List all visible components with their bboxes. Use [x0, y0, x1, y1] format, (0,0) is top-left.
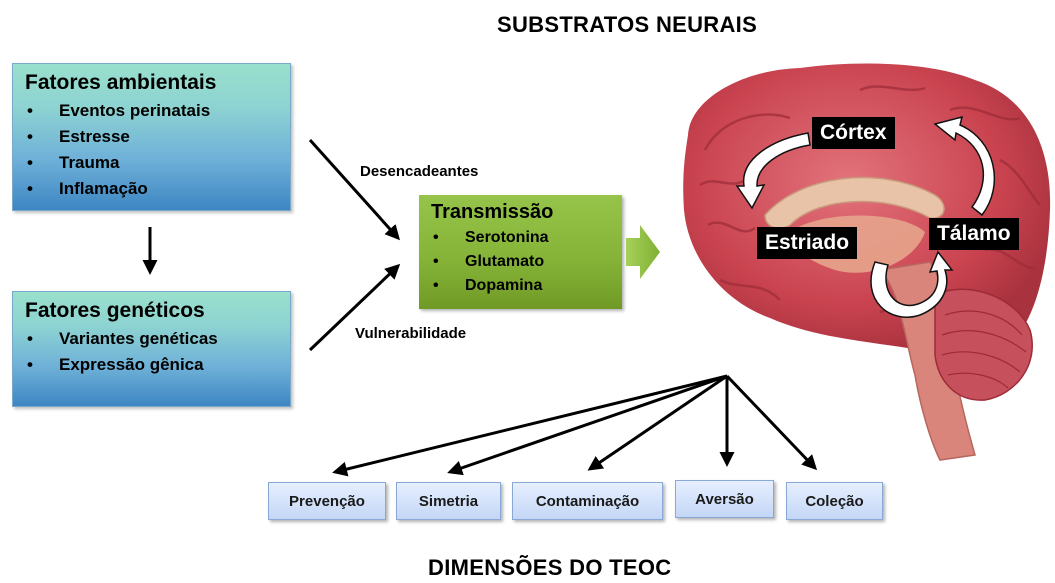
cerebellum-folds: [941, 310, 1027, 389]
box-fatores-geneticos: Fatores genéticos Variantes genéticas Ex…: [12, 291, 291, 407]
list-item: Serotonina: [431, 226, 612, 250]
arrow-to-colecao: [725, 374, 818, 471]
arrow-desencadeantes: [308, 138, 401, 241]
dimension-colecao: Coleção: [786, 482, 883, 520]
arrow-transmissao-to-brain: [626, 225, 660, 279]
fatores-geneticos-list: Variantes genéticas Expressão gênica: [25, 326, 280, 378]
circuit-arrow-thalamus-to-cortex: [933, 115, 996, 217]
list-item: Glutamato: [431, 250, 612, 274]
label-vulnerabilidade: Vulnerabilidade: [355, 325, 467, 342]
fatores-ambientais-title: Fatores ambientais: [25, 71, 217, 94]
transmissao-title: Transmissão: [431, 201, 554, 223]
title-dimensoes-teoc: DIMENSÕES DO TEOC: [428, 555, 672, 580]
dimension-contaminacao: Contaminação: [512, 482, 663, 520]
dimension-arrows: [332, 374, 818, 477]
circuit-arrows: [735, 115, 996, 318]
arrow-to-contaminacao: [587, 374, 728, 471]
list-item: Estresse: [25, 124, 280, 150]
dimension-aversao: Aversão: [675, 480, 774, 518]
list-item: Expressão gênica: [25, 352, 280, 378]
list-item: Dopamina: [431, 274, 612, 298]
list-item: Eventos perinatais: [25, 98, 280, 124]
cerebellum: [934, 288, 1033, 401]
circuit-arrow-striatum-to-thalamus: [870, 250, 954, 318]
arrow-vulnerabilidade: [308, 263, 401, 352]
transmissao-list: Serotonina Glutamato Dopamina: [431, 226, 612, 298]
label-estriado: Estriado: [757, 227, 858, 259]
label-desencadeantes: Desencadeantes: [360, 163, 479, 180]
dimension-prevencao: Prevenção: [268, 482, 386, 520]
dimension-simetria: Simetria: [396, 482, 501, 520]
circuit-arrow-cortex-to-striatum: [735, 132, 811, 210]
fatores-ambientais-list: Eventos perinatais Estresse Trauma Infla…: [25, 98, 280, 202]
list-item: Inflamação: [25, 176, 280, 202]
arrow-to-simetria: [447, 374, 728, 476]
fatores-geneticos-title: Fatores genéticos: [25, 299, 205, 322]
title-substratos-neurais: SUBSTRATOS NEURAIS: [497, 12, 758, 37]
brain-cortex-shape: [683, 63, 1051, 358]
box-fatores-ambientais: Fatores ambientais Eventos perinatais Es…: [12, 63, 291, 211]
label-talamo: Tálamo: [929, 218, 1019, 250]
label-cortex: Córtex: [812, 117, 895, 149]
list-item: Variantes genéticas: [25, 326, 280, 352]
list-item: Trauma: [25, 150, 280, 176]
arrow-to-prevencao: [332, 374, 728, 477]
box-transmissao: Transmissão Serotonina Glutamato Dopamin…: [419, 195, 622, 309]
